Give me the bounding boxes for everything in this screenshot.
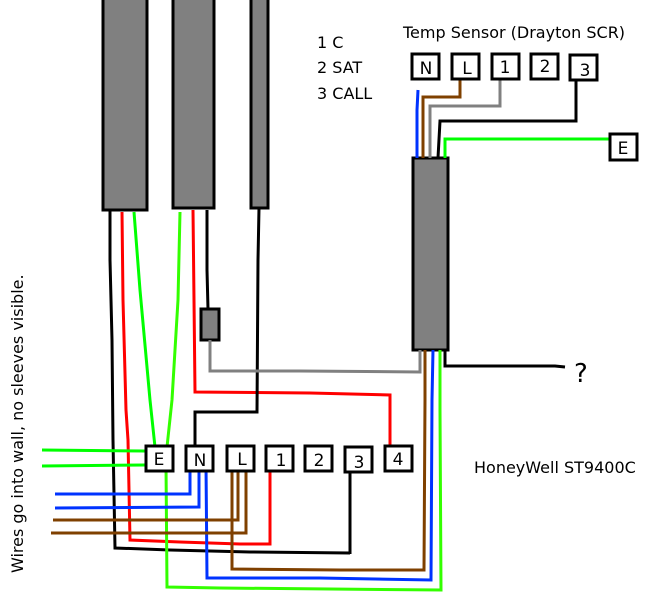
terminal-label: 1 xyxy=(500,58,511,78)
wire-green-earth-2 xyxy=(165,211,182,448)
sensor-terminal-l: L xyxy=(450,52,481,81)
wire-green-loop xyxy=(164,350,443,592)
terminal-label: L xyxy=(237,450,247,470)
thermostat-terminal-n: N xyxy=(184,444,215,473)
sensor-terminal-1: 1 xyxy=(490,52,521,81)
wire-blue-sensor-n xyxy=(415,89,420,158)
legend-item-2: 2 SAT xyxy=(317,58,362,77)
terminal-label: 1 xyxy=(276,451,287,471)
wire-brown-sensor-l xyxy=(421,80,462,158)
terminal-label: 2 xyxy=(314,451,325,471)
wall-wire-green-1 xyxy=(41,448,146,453)
thermostat-terminal-e: E xyxy=(144,444,175,473)
terminal-label: 3 xyxy=(580,61,591,81)
small-connector-block xyxy=(199,307,221,342)
terminal-label: L xyxy=(462,59,472,79)
wire-green-sensor-earth xyxy=(443,137,610,158)
wall-wire-brown-2 xyxy=(51,465,248,535)
legend-item-1: 1 C xyxy=(317,33,343,52)
wire-black-call xyxy=(108,210,351,555)
wire-black-to-block xyxy=(205,210,210,310)
wall-wire-brown-1 xyxy=(53,465,240,522)
wall-note: Wires go into wall, no sleeves visible. xyxy=(8,274,27,573)
thermostat-terminal-2: 2 xyxy=(303,444,334,473)
terminal-label: E xyxy=(154,450,165,470)
thermostat-title: HoneyWell ST9400C xyxy=(474,458,636,477)
thermostat-terminal-1: 1 xyxy=(264,444,295,473)
legend-item-3: 3 CALL xyxy=(317,84,372,103)
wire-black-unknown xyxy=(443,350,566,369)
wire-black-sensor-3 xyxy=(436,80,578,159)
wire-red-to-4 xyxy=(191,209,392,445)
sensor-cable-sleeve xyxy=(411,156,450,352)
cable-sleeve-3 xyxy=(249,0,270,210)
wire-red-c xyxy=(120,211,272,546)
sensor-terminal-e: E xyxy=(608,132,639,162)
wire-grey-sensor-1 xyxy=(428,80,502,158)
wall-wire-blue-1 xyxy=(55,465,192,496)
cable-sleeve-2 xyxy=(171,0,216,210)
sensor-terminal-n: N xyxy=(410,52,441,81)
cable-sleeve-1 xyxy=(101,0,149,212)
wall-wire-blue-2 xyxy=(54,465,201,510)
sensor-terminal-3: 3 xyxy=(568,53,599,82)
sensor-terminal-2: 2 xyxy=(529,52,560,81)
thermostat-terminal-4: 4 xyxy=(383,444,414,473)
terminal-label: N xyxy=(420,59,433,79)
temp-sensor-title: Temp Sensor (Drayton SCR) xyxy=(402,23,625,42)
terminal-label: 2 xyxy=(540,57,551,77)
wire-blue-loop xyxy=(204,349,435,582)
wire-black-to-n xyxy=(193,207,261,447)
terminal-label: 4 xyxy=(393,450,404,470)
terminal-label: 3 xyxy=(354,453,365,473)
thermostat-terminal-l: L xyxy=(225,444,256,473)
wire-grey-block-to-sensor xyxy=(208,340,422,374)
wire-brown-loop xyxy=(230,350,427,572)
wall-wire-green-2 xyxy=(41,463,146,468)
terminal-label: E xyxy=(618,139,629,159)
thermostat-terminal-3: 3 xyxy=(343,445,374,474)
unknown-wire-label: ? xyxy=(574,359,588,389)
wire-green-earth-1 xyxy=(132,211,157,448)
terminal-label: N xyxy=(194,451,207,471)
